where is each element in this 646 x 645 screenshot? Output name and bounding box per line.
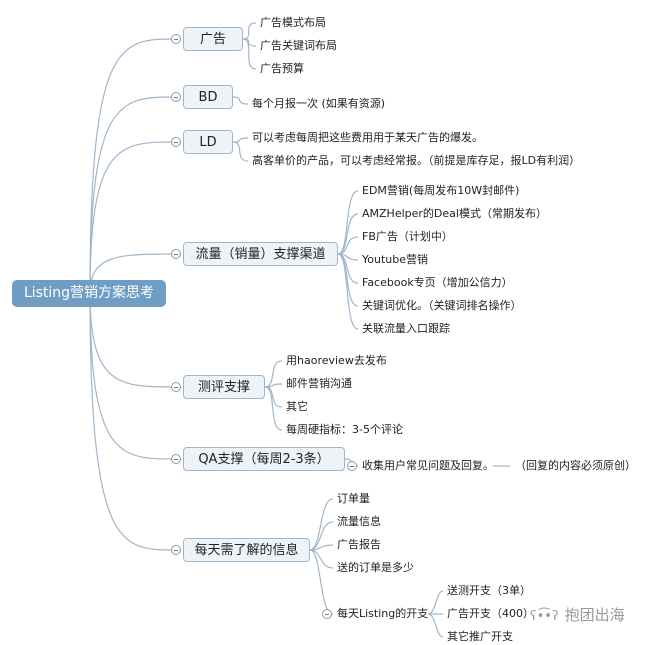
leaf-connector [337,213,359,255]
wechat-icon: ʕ•͡•ʔ [530,609,559,624]
leaf-topic[interactable]: EDM营销(每周发布10W封邮件) [362,184,520,197]
leaf-connector [309,521,334,551]
leaf-topic[interactable]: 其它推广开支 [447,630,513,643]
leaf-connector [232,141,249,162]
leaf-topic[interactable]: 每个月报一次 (如果有资源) [252,97,386,110]
leaf-topic[interactable]: 订单量 [337,492,370,505]
root-connector [89,141,177,294]
leaf-topic[interactable]: 广告开支（400） [447,607,534,620]
root-connector [89,292,177,388]
leaf-topic[interactable]: 用haoreview去发布 [286,354,387,367]
branch-topic[interactable]: 广告 [183,27,243,51]
root-connector [89,38,177,294]
leaf-connector [337,253,359,284]
branch-topic[interactable]: LD [183,130,233,154]
leaf-connector [337,236,359,255]
leaf-connector [264,383,283,388]
collapse-toggle[interactable] [171,382,181,392]
leaf-topic[interactable]: 流量信息 [337,515,381,528]
leaf-topic[interactable]: 广告模式布局 [260,16,326,29]
leaf-connector [242,38,257,70]
leaf-connector [337,253,359,330]
leaf-connector [264,360,283,388]
leaf-connector [232,96,249,105]
branch-topic[interactable]: 测评支撑 [183,375,265,399]
leaf-topic[interactable]: 关键词优化。（关键词排名操作） [362,299,522,312]
leaf-topic[interactable]: 可以考虑每周把这些费用用于某天广告的爆发。 [252,131,483,144]
leaf-topic[interactable]: 邮件营销沟通 [286,377,352,390]
leaf-topic[interactable]: 每天Listing的开支 [337,607,429,620]
collapse-toggle[interactable] [171,545,181,555]
collapse-toggle[interactable] [171,137,181,147]
leaf-topic[interactable]: AMZHelper的Deal模式（常期发布） [362,207,547,220]
collapse-toggle[interactable] [322,609,332,619]
leaf-topic[interactable]: 收集用户常见问题及回复。 [362,459,494,472]
leaf-topic[interactable]: （回复的内容必须原创） [515,459,636,472]
collapse-toggle[interactable] [171,34,181,44]
collapse-toggle[interactable] [171,454,181,464]
collapse-toggle[interactable] [347,461,357,471]
collapse-toggle[interactable] [171,249,181,259]
root-connector [89,292,177,551]
leaf-topic[interactable]: 送的订单是多少 [337,561,414,574]
leaf-topic[interactable]: 送测开支（3单） [447,584,531,597]
leaf-topic[interactable]: 广告预算 [260,62,304,75]
leaf-connector [427,613,444,638]
leaf-topic[interactable]: 广告关键词布局 [260,39,337,52]
leaf-topic[interactable]: 高客单价的产品，可以考虑经常报。（前提是库存足，报LD有利润） [252,154,581,167]
leaf-topic[interactable]: 其它 [286,400,308,413]
collapse-toggle[interactable] [171,92,181,102]
leaf-topic[interactable]: Facebook专页（增加公信力） [362,276,513,289]
leaf-topic[interactable]: 每周硬指标：3-5个评论 [286,423,403,436]
leaf-topic[interactable]: Youtube营销 [362,253,428,266]
leaf-connector [264,386,283,431]
branch-topic[interactable]: QA支撑（每周2-3条） [183,447,345,471]
leaf-connector [309,498,334,551]
branch-topic[interactable]: 流量（销量）支撑渠道 [183,242,338,266]
branch-topic[interactable]: BD [183,85,233,109]
root-connector [89,292,177,460]
leaf-topic[interactable]: FB广告（计划中） [362,230,453,243]
leaf-connector [232,137,249,143]
root-connector [89,96,177,294]
leaf-topic[interactable]: 关联流量入口跟踪 [362,322,450,335]
root-topic[interactable]: Listing营销方案思考 [12,280,166,307]
branch-topic[interactable]: 每天需了解的信息 [183,538,310,562]
leaf-connector [427,590,444,615]
leaf-connector [242,22,257,40]
leaf-connector [264,386,283,408]
leaf-connector [242,38,257,47]
leaf-topic[interactable]: 广告报告 [337,538,381,551]
